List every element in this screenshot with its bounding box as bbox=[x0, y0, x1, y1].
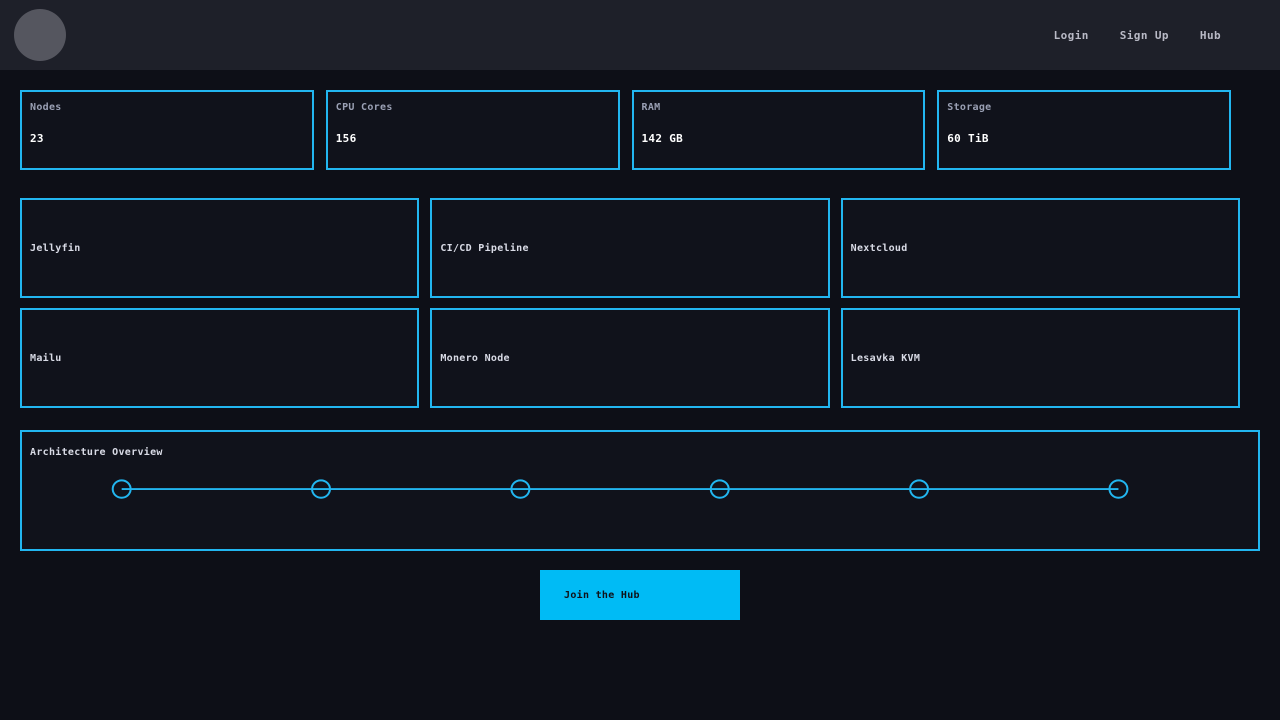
service-name: Lesavka KVM bbox=[850, 352, 921, 364]
service-name: Jellyfin bbox=[30, 242, 81, 254]
main-nav: Login Sign Up Hub bbox=[1054, 29, 1264, 42]
architecture-diagram bbox=[111, 479, 1129, 499]
architecture-node-4-icon bbox=[709, 479, 730, 499]
architecture-node-5-icon bbox=[909, 479, 930, 499]
architecture-node-2-icon bbox=[311, 479, 331, 499]
architecture-section: Architecture Overview bbox=[0, 408, 1280, 551]
stat-value: 142 GB bbox=[641, 132, 684, 145]
avatar[interactable] bbox=[14, 9, 66, 61]
stat-label: Storage bbox=[947, 102, 992, 113]
architecture-title: Architecture Overview bbox=[30, 447, 163, 458]
cta-section: Join the Hub bbox=[0, 551, 1280, 620]
stat-card-storage: Storage 60 TiB bbox=[937, 90, 1231, 170]
nav-link-hub[interactable]: Hub bbox=[1199, 28, 1221, 42]
stat-value: 60 TiB bbox=[947, 132, 989, 145]
service-card-monero-node[interactable]: Monero Node bbox=[430, 308, 830, 408]
services-grid: Jellyfin CI/CD Pipeline Nextcloud Mailu … bbox=[0, 170, 1280, 408]
stat-label: RAM bbox=[641, 102, 661, 113]
join-the-hub-button[interactable]: Join the Hub bbox=[540, 570, 740, 620]
stat-value: 23 bbox=[30, 132, 44, 145]
stat-label: Nodes bbox=[30, 102, 62, 113]
architecture-node-6-icon bbox=[1108, 479, 1129, 499]
architecture-card: Architecture Overview bbox=[20, 430, 1260, 551]
stat-label: CPU Cores bbox=[335, 102, 393, 113]
stat-card-cpu-cores: CPU Cores 156 bbox=[325, 90, 620, 170]
service-card-jellyfin[interactable]: Jellyfin bbox=[20, 198, 420, 298]
service-name: CI/CD Pipeline bbox=[440, 242, 529, 254]
architecture-node-3-icon bbox=[510, 479, 531, 499]
stat-card-nodes: Nodes 23 bbox=[20, 90, 314, 170]
service-card-lesavka-kvm[interactable]: Lesavka KVM bbox=[840, 308, 1240, 408]
stats-row: Nodes 23 CPU Cores 156 RAM 142 GB Storag… bbox=[0, 70, 1280, 170]
service-name: Nextcloud bbox=[850, 242, 908, 254]
nav-link-login[interactable]: Login bbox=[1053, 28, 1089, 42]
service-card-cicd-pipeline[interactable]: CI/CD Pipeline bbox=[430, 198, 830, 298]
nav-link-sign-up[interactable]: Sign Up bbox=[1119, 28, 1169, 42]
stat-card-ram: RAM 142 GB bbox=[631, 90, 926, 170]
app-header: Login Sign Up Hub bbox=[0, 0, 1280, 70]
service-card-mailu[interactable]: Mailu bbox=[20, 308, 420, 408]
service-card-nextcloud[interactable]: Nextcloud bbox=[840, 198, 1240, 298]
stat-value: 156 bbox=[335, 132, 357, 145]
service-name: Monero Node bbox=[440, 352, 510, 364]
architecture-node-1-icon bbox=[111, 479, 132, 499]
service-name: Mailu bbox=[30, 352, 62, 364]
